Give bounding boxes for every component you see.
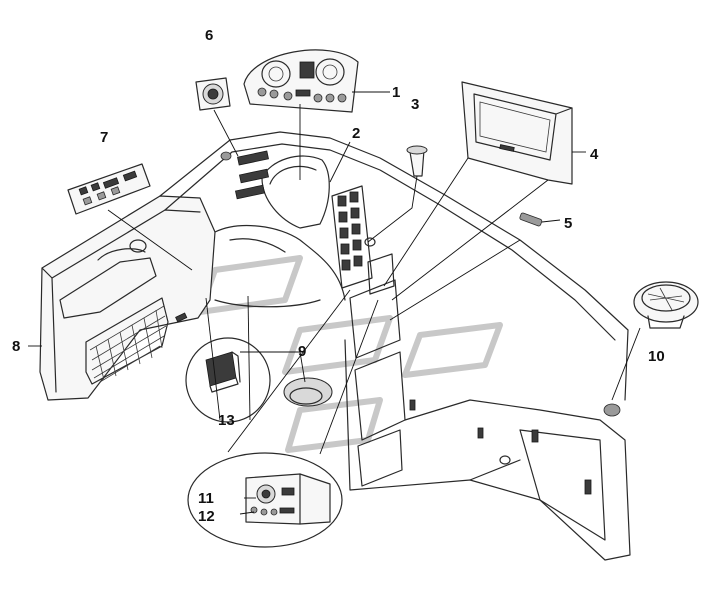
leader-lines <box>28 91 641 515</box>
grille-pattern <box>89 305 167 383</box>
left-lower-panel <box>39 195 216 401</box>
small-gauge <box>195 77 231 111</box>
callout-11: 11 <box>198 490 214 507</box>
center-switch-panel <box>331 185 373 289</box>
radio-detail-ellipse <box>187 452 343 548</box>
callout-3: 3 <box>411 96 419 113</box>
watermark-logo <box>197 255 503 453</box>
cylinder-part <box>406 145 428 177</box>
monitor <box>461 81 573 185</box>
callout-8: 8 <box>12 338 20 355</box>
callout-7: 7 <box>100 129 108 146</box>
callout-2: 2 <box>352 125 360 142</box>
module-detail-circle <box>185 337 271 423</box>
left-switch-bank <box>220 150 270 200</box>
callout-9: 9 <box>298 343 306 360</box>
callout-1: 1 <box>392 84 400 101</box>
small-connector <box>519 212 543 227</box>
callout-10: 10 <box>648 348 665 365</box>
main-dashboard <box>159 131 631 561</box>
callout-4: 4 <box>590 146 599 163</box>
instrument-cluster <box>243 49 359 113</box>
switch-panel <box>67 163 151 215</box>
callout-6: 6 <box>205 27 213 44</box>
callout-13: 13 <box>218 412 235 429</box>
round-vent <box>633 281 699 329</box>
callout-12: 12 <box>198 508 215 525</box>
callout-5: 5 <box>564 215 572 232</box>
round-cover <box>283 377 333 407</box>
